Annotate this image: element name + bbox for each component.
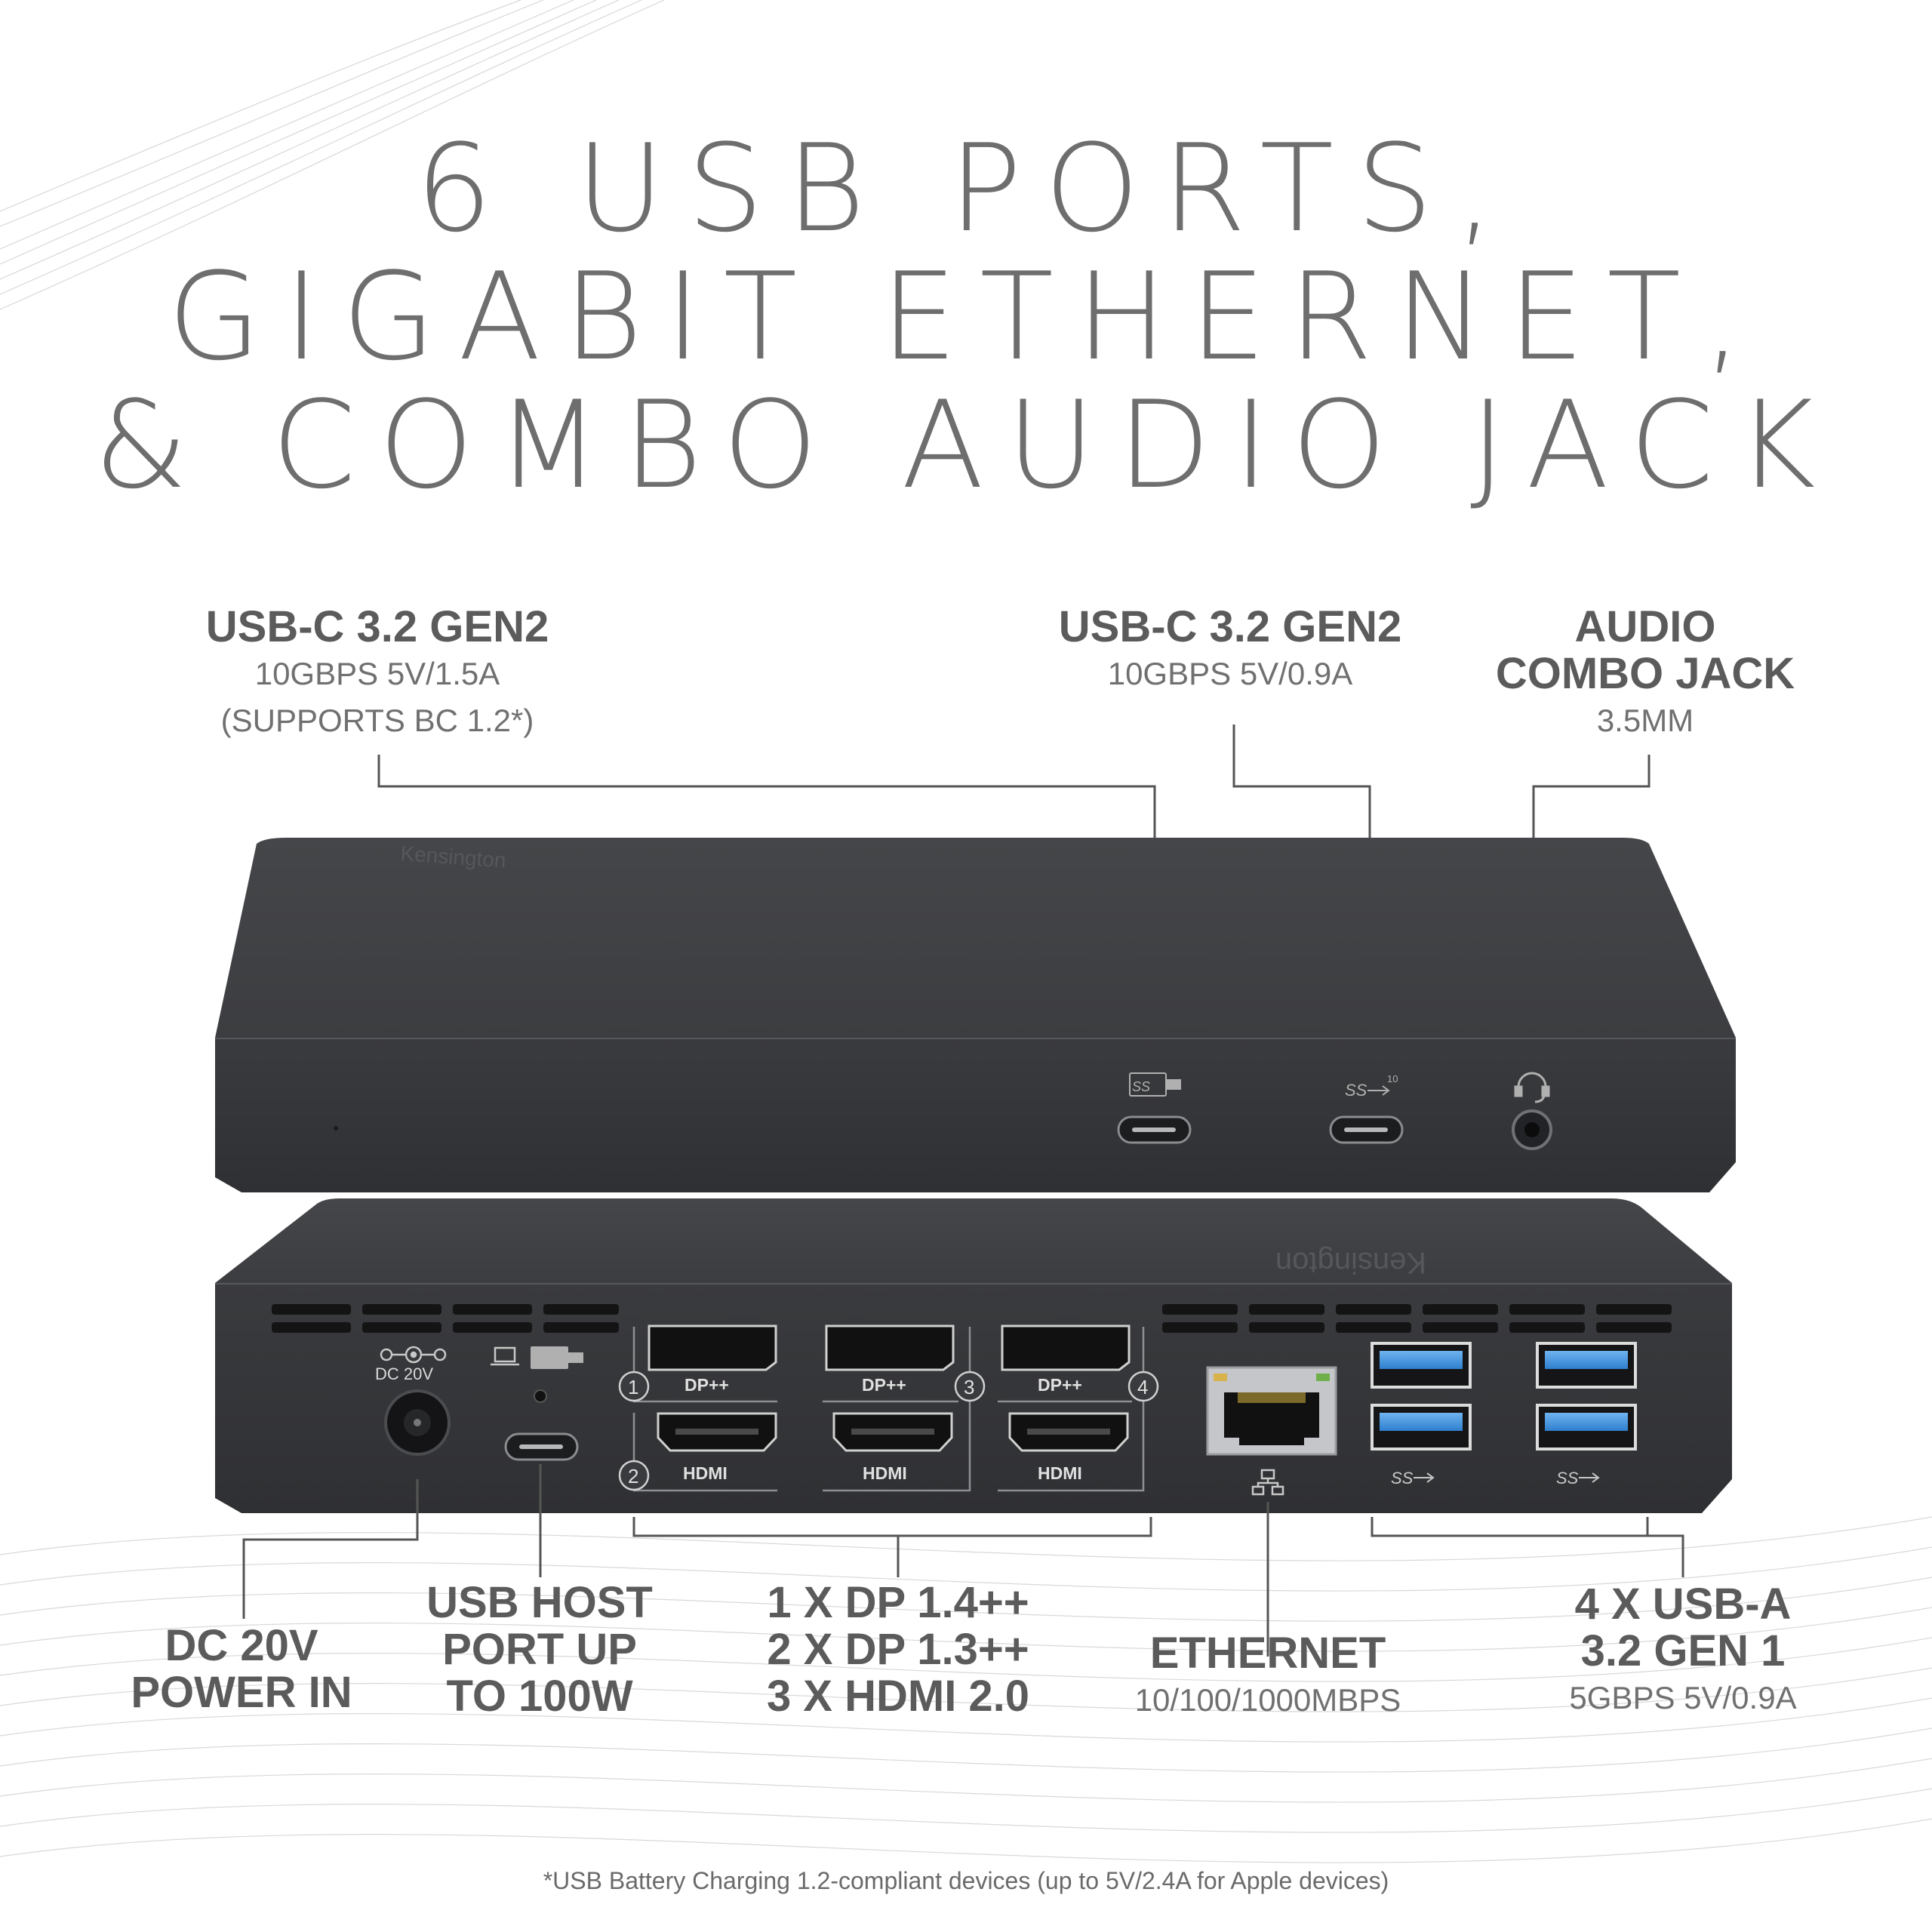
hdmi-port-2 — [832, 1412, 953, 1452]
dc-polarity-icon — [380, 1346, 447, 1364]
callout-spec: 3.5MM — [1596, 703, 1694, 738]
hdmi-label-1: HDMI — [683, 1463, 728, 1483]
callout-title: POWER IN — [131, 1668, 352, 1717]
usba-port-3 — [1536, 1342, 1637, 1389]
callout-spec: 10GBPS 5V/0.9A — [1107, 656, 1353, 691]
hdmi-label-3: HDMI — [1038, 1463, 1082, 1483]
ss-10-usb-icon: SS 10 — [1345, 1073, 1398, 1100]
ss-mark: SS — [1345, 1081, 1367, 1100]
callout-usb-host: USB HOST PORT UP TO 100W — [385, 1580, 694, 1720]
callout-spec: 10/100/1000MBPS — [1134, 1682, 1401, 1718]
headset-icon — [1514, 1072, 1550, 1103]
dock-rear-unit: Kensington — [215, 1198, 1732, 1513]
callout-title: COMBO JACK — [1495, 649, 1795, 698]
headline-line-1: 6 USB PORTS, — [415, 118, 1517, 259]
vent-slots — [272, 1304, 1672, 1333]
headline-line-2: GIGABIT ETHERNET, — [168, 246, 1764, 387]
usbc-port-front-1 — [1117, 1115, 1192, 1144]
callout-audio: AUDIO COMBO JACK 3.5MM — [1457, 604, 1834, 744]
ss-gen-mark: 10 — [1387, 1073, 1398, 1084]
network-icon — [1251, 1469, 1284, 1496]
callout-title: USB HOST — [426, 1578, 653, 1627]
dp-label-3: DP++ — [1038, 1375, 1082, 1395]
callout-title: TO 100W — [446, 1672, 633, 1721]
port-number-4: 4 — [1137, 1376, 1148, 1398]
superspeed-usb-icon-2: SS — [1556, 1469, 1600, 1487]
callout-usb-a: 4 X USB-A 3.2 GEN 1 5GBPS 5V/0.9A — [1517, 1581, 1849, 1721]
brand-logo-rear: Kensington — [1275, 1246, 1426, 1279]
callout-title: ETHERNET — [1149, 1629, 1386, 1678]
callout-usbc-left: USB-C 3.2 GEN2 10GBPS 5V/1.5A (SUPPORTS … — [151, 604, 604, 744]
displayport-3 — [1001, 1324, 1131, 1371]
video-ports: DP++ DP++ DP++ HDMI HDMI HDMI — [618, 1324, 1159, 1492]
dock-front-unit: Kensington SS SS 10 — [215, 838, 1736, 1192]
ss-10-battery-icon-rear — [531, 1346, 583, 1369]
callout-title: 4 X USB-A — [1574, 1580, 1792, 1629]
port-number-2: 2 — [628, 1465, 638, 1487]
usbc-host-port — [504, 1432, 579, 1461]
power-led — [334, 1126, 338, 1131]
callout-title: DC 20V — [165, 1621, 318, 1670]
callout-usbc-right: USB-C 3.2 GEN2 10GBPS 5V/0.9A — [1004, 604, 1457, 697]
hdmi-label-2: HDMI — [863, 1463, 907, 1483]
headline-line-3: & COMBO AUDIO JACK — [94, 374, 1838, 515]
displayport-1 — [648, 1324, 777, 1371]
host-led — [534, 1389, 547, 1403]
dc-voltage-label: DC 20V — [375, 1364, 433, 1383]
callout-title: 3.2 GEN 1 — [1580, 1626, 1786, 1675]
callout-dc-power: DC 20V POWER IN — [83, 1623, 400, 1716]
callout-title: USB-C 3.2 GEN2 — [205, 602, 549, 651]
leader-lines-bottom — [242, 1464, 1684, 1657]
callout-note: (SUPPORTS BC 1.2*) — [220, 703, 534, 738]
callout-title: 2 X DP 1.3++ — [767, 1625, 1029, 1674]
port-number-3: 3 — [964, 1376, 974, 1398]
callout-title: 3 X HDMI 2.0 — [766, 1672, 1030, 1721]
callout-title: 1 X DP 1.4++ — [767, 1578, 1029, 1627]
ss-mark: SS — [1391, 1469, 1414, 1487]
callout-spec: 5GBPS 5V/0.9A — [1569, 1680, 1797, 1715]
callout-title: USB-C 3.2 GEN2 — [1058, 602, 1402, 651]
callout-video-outputs: 1 X DP 1.4++ 2 X DP 1.3++ 3 X HDMI 2.0 — [717, 1580, 1079, 1720]
hdmi-port-3 — [1008, 1412, 1129, 1452]
ss-mark: SS — [1556, 1469, 1579, 1487]
ethernet-port — [1206, 1366, 1337, 1456]
usba-port-1 — [1371, 1342, 1472, 1389]
ss-10-battery-icon: SS — [1129, 1072, 1181, 1097]
footnote: *USB Battery Charging 1.2-compliant devi… — [543, 1867, 1389, 1894]
audio-jack — [1512, 1109, 1552, 1150]
superspeed-usb-icon-1: SS — [1391, 1469, 1435, 1487]
leader-lines-top — [377, 724, 1651, 838]
displayport-2 — [825, 1324, 955, 1371]
usba-port-2 — [1371, 1404, 1472, 1451]
port-number-1: 1 — [628, 1376, 638, 1398]
callout-title: PORT UP — [442, 1625, 637, 1674]
hdmi-port-1 — [657, 1412, 777, 1452]
dp-label-1: DP++ — [685, 1375, 729, 1395]
usba-port-4 — [1536, 1404, 1637, 1451]
callout-title: AUDIO — [1574, 602, 1716, 651]
callout-spec: 10GBPS 5V/1.5A — [254, 656, 500, 691]
callout-ethernet: ETHERNET 10/100/1000MBPS — [1087, 1630, 1449, 1724]
dc-power-jack — [384, 1389, 451, 1456]
dp-label-2: DP++ — [862, 1375, 906, 1395]
laptop-icon — [491, 1346, 519, 1366]
usbc-port-front-2 — [1329, 1115, 1404, 1144]
ss-mark: SS — [1132, 1079, 1150, 1094]
